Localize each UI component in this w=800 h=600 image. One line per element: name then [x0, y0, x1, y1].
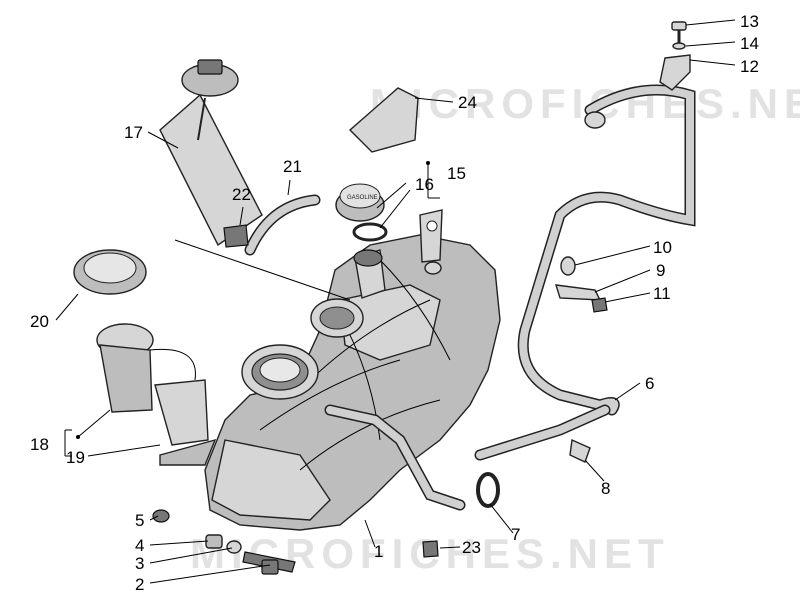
washer — [226, 540, 242, 554]
spacer — [205, 534, 223, 549]
callout-9: 9 — [656, 261, 665, 280]
grommet — [560, 256, 576, 276]
tank-bracket — [348, 87, 419, 153]
leader-lines — [55, 19, 736, 584]
fuel-hose-assembly — [324, 84, 696, 511]
callout-22: 22 — [232, 185, 251, 204]
callout-6: 6 — [645, 374, 654, 393]
callout-1: 1 — [374, 542, 383, 561]
fuel-cap: GASOLINE — [335, 183, 388, 242]
fuel-level-sensor — [159, 59, 263, 247]
callout-11: 11 — [653, 284, 671, 303]
fuel-pump — [73, 249, 209, 446]
hose-holder — [659, 54, 691, 91]
nut — [152, 509, 170, 523]
cap-label: GASOLINE — [347, 195, 378, 201]
drain-plug — [422, 540, 439, 558]
callout-19: 19 — [66, 448, 85, 467]
bolt — [242, 551, 296, 575]
cap-gasket — [352, 222, 388, 242]
callout-21: 21 — [283, 157, 302, 176]
callout-15: 15 — [447, 164, 466, 183]
callout-16: 16 — [415, 175, 434, 194]
callout-10: 10 — [653, 238, 672, 257]
callout-13: 13 — [740, 12, 759, 31]
callout-4: 4 — [135, 536, 144, 555]
bracket — [555, 284, 602, 301]
callout-3: 3 — [135, 554, 144, 573]
hose-clip — [569, 438, 591, 463]
callout-7: 7 — [511, 525, 520, 544]
small-clip — [223, 224, 249, 248]
fuel-tank — [159, 209, 501, 531]
callout-17: 17 — [124, 123, 143, 142]
callout-18: 18 — [30, 435, 49, 454]
screw — [671, 21, 687, 31]
clip-nut — [591, 297, 608, 313]
callout-14: 14 — [740, 34, 759, 53]
callout-labels: 1 2 3 4 5 6 7 8 9 10 11 12 13 14 15 16 1… — [30, 12, 759, 594]
callout-2: 2 — [135, 575, 144, 594]
callout-24: 24 — [458, 93, 477, 112]
washer-small — [672, 42, 686, 50]
callout-12: 12 — [740, 57, 759, 76]
callout-20: 20 — [30, 312, 49, 331]
callout-5: 5 — [135, 511, 144, 530]
callout-23: 23 — [462, 538, 481, 557]
callout-8: 8 — [601, 479, 610, 498]
hose-clamp — [476, 472, 500, 508]
